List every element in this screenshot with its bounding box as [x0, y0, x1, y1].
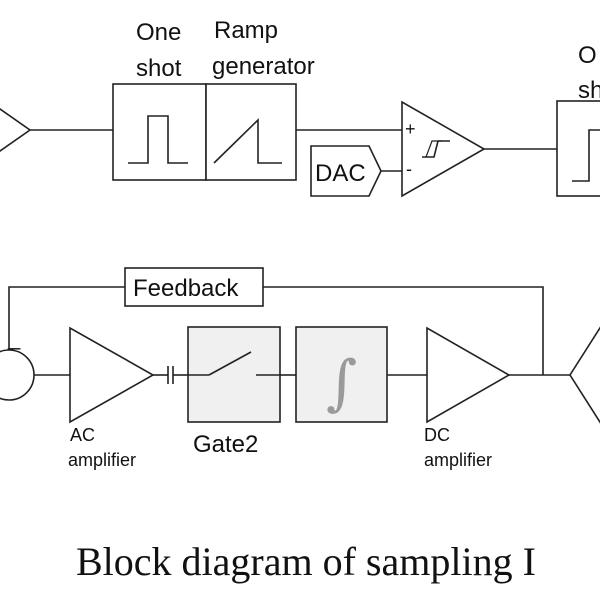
step-waveform-icon	[572, 129, 600, 182]
dc-amplifier-label-line2: amplifier	[424, 450, 492, 470]
ac-amplifier-triangle	[69, 326, 155, 424]
ramp-label-line1: Ramp	[214, 17, 278, 44]
feedback-wire-right	[263, 286, 544, 375]
dc-amplifier-triangle	[426, 326, 511, 424]
feedback-wire-left	[8, 286, 125, 348]
dc-amplifier-label-line1: DC	[424, 425, 450, 445]
dac-label: DAC	[315, 160, 366, 187]
comparator-minus: -	[406, 159, 412, 179]
ramp-waveform-icon	[213, 118, 282, 164]
switch-icon	[208, 351, 252, 376]
ramp-generator-block	[205, 83, 297, 181]
one-shot-label-line2: shot	[136, 55, 182, 82]
right-one-shot-block	[556, 100, 600, 197]
comparator-triangle	[401, 100, 486, 198]
feedback-label: Feedback	[133, 275, 239, 302]
ramp-label-line2: generator	[212, 53, 315, 80]
dac-block	[310, 145, 382, 197]
gate2-label: Gate2	[193, 431, 258, 458]
input-buffer-triangle	[0, 108, 32, 152]
comparator-plus: +	[405, 119, 416, 139]
feedback-box	[124, 267, 264, 307]
hysteresis-icon	[422, 140, 450, 158]
integrator-block: ∫	[295, 326, 388, 423]
right-one-shot-label-line2: sh	[578, 77, 600, 104]
pulse-waveform-icon	[128, 115, 188, 164]
right-one-shot-label-line1: O	[578, 42, 597, 69]
summing-junction	[0, 349, 35, 401]
integral-icon: ∫	[326, 348, 357, 418]
one-shot-block	[112, 83, 207, 181]
diagram-title: Block diagram of sampling I	[76, 539, 536, 584]
ac-amplifier-label-line1: AC	[70, 425, 95, 445]
output-triangle	[569, 326, 600, 424]
one-shot-label-line1: One	[136, 19, 181, 46]
gate2-block	[187, 326, 281, 423]
summing-minus: _	[7, 325, 21, 350]
ac-amplifier-label-line2: amplifier	[68, 450, 136, 470]
